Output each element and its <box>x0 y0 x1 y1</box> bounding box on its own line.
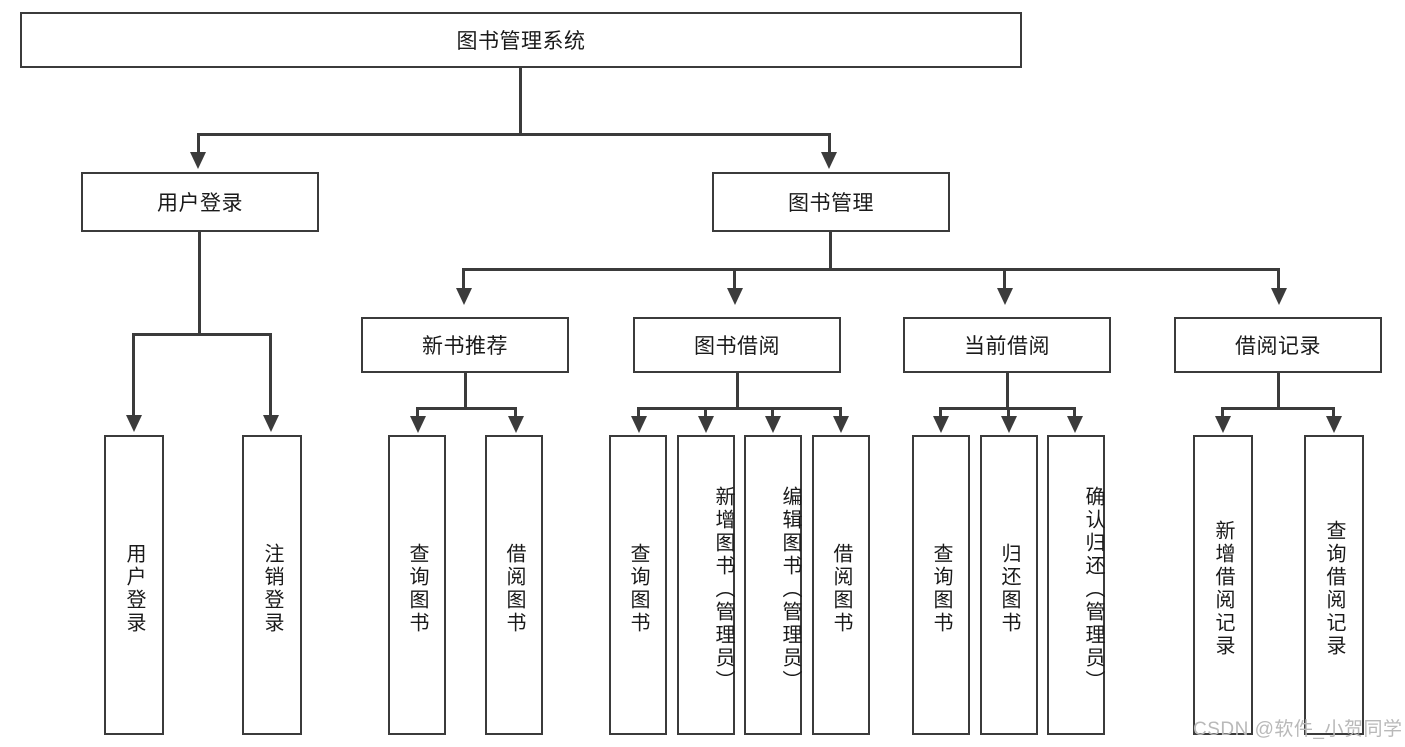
node-label: 当前借阅 <box>964 335 1050 358</box>
node-label: 借阅记录 <box>1235 335 1321 358</box>
arrow-to-leaf-return-book <box>1001 416 1017 433</box>
connector-borrow-bus <box>637 407 841 410</box>
connector-level2-drop-2 <box>733 268 736 290</box>
arrow-to-borrow-records <box>1271 288 1287 305</box>
connector-user-login-stem <box>198 232 201 335</box>
arrow-to-new-book-recommend <box>456 288 472 305</box>
arrow-to-leaf-user-login <box>126 415 142 432</box>
connector-root-drop-right <box>828 133 831 155</box>
node-label: 查询借阅记录 <box>1323 520 1345 658</box>
connector-recommend-bus <box>416 407 517 410</box>
connector-records-drop-2 <box>1332 407 1335 419</box>
node-label: 查询图书 <box>930 543 952 635</box>
node-label: 借阅图书 <box>503 543 525 635</box>
connector-recommend-stem <box>464 373 467 409</box>
leaf-add-borrow-record[interactable]: 新增借阅记录 <box>1193 435 1253 735</box>
connector-user-login-bus <box>132 333 271 336</box>
node-label: 图书管理 <box>788 192 874 215</box>
connector-borrow-drop-1 <box>637 407 640 419</box>
leaf-logout[interactable]: 注销登录 <box>242 435 302 735</box>
node-borrow-records[interactable]: 借阅记录 <box>1174 317 1382 373</box>
node-label: 用户登录 <box>123 543 145 635</box>
arrow-to-book-borrow <box>727 288 743 305</box>
node-label: 查询图书 <box>627 543 649 635</box>
connector-current-drop-3 <box>1073 407 1076 419</box>
leaf-user-login[interactable]: 用户登录 <box>104 435 164 735</box>
arrow-to-leaf-borrow-book-1 <box>508 416 524 433</box>
node-current-borrow[interactable]: 当前借阅 <box>903 317 1111 373</box>
node-root-system[interactable]: 图书管理系统 <box>20 12 1022 68</box>
connector-current-stem <box>1006 373 1009 409</box>
leaf-edit-book-admin[interactable]: 编辑图书（管理员） <box>744 435 802 735</box>
connector-records-stem <box>1277 373 1280 409</box>
arrow-to-current-borrow <box>997 288 1013 305</box>
node-book-borrow[interactable]: 图书借阅 <box>633 317 841 373</box>
arrow-to-leaf-query-book-1 <box>410 416 426 433</box>
node-label: 编辑图书（管理员） <box>779 485 801 693</box>
connector-level2-drop-3 <box>1003 268 1006 290</box>
connector-current-drop-2 <box>1007 407 1010 419</box>
connector-borrow-drop-2 <box>704 407 707 419</box>
node-label: 查询图书 <box>406 543 428 635</box>
connector-borrow-stem <box>736 373 739 409</box>
node-label: 确认归还（管理员） <box>1082 485 1104 693</box>
arrow-to-leaf-logout <box>263 415 279 432</box>
leaf-return-book[interactable]: 归还图书 <box>980 435 1038 735</box>
watermark-text: CSDN @软件_小贺同学 <box>1193 719 1403 740</box>
node-user-login[interactable]: 用户登录 <box>81 172 319 232</box>
arrow-to-leaf-query-book-3 <box>933 416 949 433</box>
node-label: 图书管理系统 <box>456 30 586 53</box>
connector-current-drop-1 <box>939 407 942 419</box>
node-label: 用户登录 <box>157 192 243 215</box>
connector-root-stem <box>519 68 522 135</box>
leaf-add-book-admin[interactable]: 新增图书（管理员） <box>677 435 735 735</box>
leaf-query-borrow-record[interactable]: 查询借阅记录 <box>1304 435 1364 735</box>
node-label: 新增借阅记录 <box>1212 520 1234 658</box>
connector-borrow-drop-3 <box>771 407 774 419</box>
connector-records-bus <box>1221 407 1335 410</box>
leaf-confirm-return-admin[interactable]: 确认归还（管理员） <box>1047 435 1105 735</box>
node-label: 归还图书 <box>998 543 1020 635</box>
node-new-book-recommend[interactable]: 新书推荐 <box>361 317 569 373</box>
node-label: 新书推荐 <box>422 335 508 358</box>
arrow-to-book-manage <box>821 152 837 169</box>
leaf-query-book-current[interactable]: 查询图书 <box>912 435 970 735</box>
connector-borrow-drop-4 <box>839 407 842 419</box>
leaf-query-book-recommend[interactable]: 查询图书 <box>388 435 446 735</box>
connector-root-drop-left <box>197 133 200 155</box>
arrow-to-leaf-query-book-2 <box>631 416 647 433</box>
arrow-to-user-login <box>190 152 206 169</box>
connector-level2-drop-1 <box>462 268 465 290</box>
connector-user-login-drop-2 <box>269 333 272 417</box>
connector-recommend-drop-1 <box>416 407 419 419</box>
connector-user-login-drop-1 <box>132 333 135 417</box>
arrow-to-leaf-borrow-book-2 <box>833 416 849 433</box>
node-label: 借阅图书 <box>830 543 852 635</box>
connector-book-manage-stem <box>829 232 832 270</box>
arrow-to-leaf-add-record <box>1215 416 1231 433</box>
arrow-to-leaf-query-record <box>1326 416 1342 433</box>
node-label: 新增图书（管理员） <box>712 485 734 693</box>
node-label: 注销登录 <box>261 543 283 635</box>
leaf-query-book-borrow[interactable]: 查询图书 <box>609 435 667 735</box>
connector-root-bus <box>197 133 831 136</box>
arrow-to-leaf-edit-book <box>765 416 781 433</box>
arrow-to-leaf-confirm-return <box>1067 416 1083 433</box>
connector-records-drop-1 <box>1221 407 1224 419</box>
leaf-borrow-book[interactable]: 借阅图书 <box>812 435 870 735</box>
connector-level2-drop-4 <box>1277 268 1280 290</box>
connector-recommend-drop-2 <box>514 407 517 419</box>
node-label: 图书借阅 <box>694 335 780 358</box>
node-book-management[interactable]: 图书管理 <box>712 172 950 232</box>
connector-level2-bus <box>462 268 1280 271</box>
leaf-borrow-book-recommend[interactable]: 借阅图书 <box>485 435 543 735</box>
arrow-to-leaf-add-book <box>698 416 714 433</box>
